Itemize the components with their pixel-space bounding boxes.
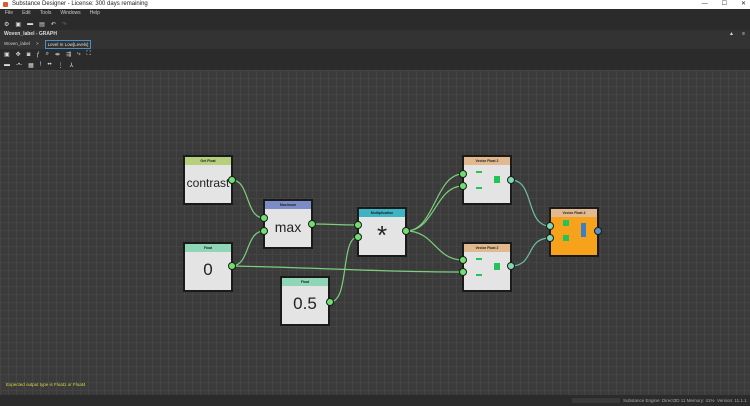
node-header: Vector Float 2 xyxy=(464,157,510,165)
pin-icon[interactable]: ▲ xyxy=(729,31,734,37)
breadcrumb: Woven_label > Level In Low[Levels] xyxy=(0,39,750,49)
status-bar: Substance Engine: Direct3D 11 Memory: 41… xyxy=(0,395,750,406)
menu-file[interactable]: File xyxy=(5,10,14,16)
input-port[interactable] xyxy=(354,221,362,229)
version-label: Version: 11.1.1 xyxy=(717,398,747,403)
new-icon[interactable]: ⚙ xyxy=(4,21,10,28)
input-port[interactable] xyxy=(459,256,467,264)
camera-icon[interactable]: ◙ xyxy=(26,51,31,58)
open-icon[interactable]: ▬ xyxy=(27,21,34,27)
fit-icon[interactable]: ⛶ xyxy=(86,51,91,57)
input-port[interactable] xyxy=(546,234,554,242)
node-maximum[interactable]: Maximum max xyxy=(263,199,313,249)
comment-icon[interactable]: ƒ xyxy=(36,51,40,58)
menu-icon[interactable]: ≡ xyxy=(742,31,745,37)
save-icon[interactable]: ▤ xyxy=(39,21,45,28)
link-icon[interactable]: ⤷ xyxy=(77,51,81,57)
status-message: Expected output type is Float1 or Float4 xyxy=(6,382,86,387)
output-port[interactable] xyxy=(228,176,236,184)
tree-icon[interactable]: ⅄ xyxy=(69,62,74,69)
breadcrumb-root[interactable]: Woven_label xyxy=(4,41,30,46)
align-icon[interactable]: ⇹ xyxy=(55,52,61,58)
input-port[interactable] xyxy=(459,182,467,190)
menu-help[interactable]: Help xyxy=(89,10,100,16)
node-float-0[interactable]: Float 0 xyxy=(183,242,233,292)
node-vector-float-4[interactable]: Vector Float 4 xyxy=(549,207,599,257)
graph-toolbar-2: ▬ -•- ▦! •• ⋮ ⅄ xyxy=(0,60,750,70)
input-icon xyxy=(476,258,482,260)
new-package-icon[interactable]: ▣ xyxy=(15,21,22,28)
input-port[interactable] xyxy=(459,268,467,276)
output-port[interactable] xyxy=(326,298,334,306)
window-title: Substance Designer - License: 300 days r… xyxy=(12,1,148,7)
layout-icon[interactable]: ⇶ xyxy=(66,52,72,58)
node-header: Maximum xyxy=(265,201,311,209)
minimize-button[interactable]: — xyxy=(701,1,708,7)
node-header: Multiplication xyxy=(359,209,405,217)
node-header: Vector Float 2 xyxy=(464,244,510,252)
input-icon xyxy=(563,220,569,226)
node-value: 0 xyxy=(203,260,213,279)
menu-windows[interactable]: Windows xyxy=(60,10,81,16)
input-icon xyxy=(476,171,482,173)
connect-icon[interactable]: -•- xyxy=(16,62,23,68)
progress-bar xyxy=(572,398,620,403)
main-toolbar: ⚙ ▣ ▬ ▤ ↶ ↷ xyxy=(0,18,750,30)
node-vector-float-2-b[interactable]: Vector Float 2 xyxy=(462,242,512,292)
node-header: Float xyxy=(282,278,328,286)
stack-icon[interactable]: ⋮ xyxy=(57,62,64,69)
node-value: 0.5 xyxy=(293,294,317,313)
node-vector-float-2-a[interactable]: Vector Float 2 xyxy=(462,155,512,205)
dots-icon[interactable]: •• xyxy=(47,62,52,68)
input-icon xyxy=(563,235,569,241)
input-port[interactable] xyxy=(260,227,268,235)
menu-bar: File Edit Tools Windows Help xyxy=(0,9,750,18)
vector-icon xyxy=(494,176,500,183)
node-multiplication[interactable]: Multiplication * xyxy=(357,207,407,257)
undo-icon[interactable]: ↶ xyxy=(50,21,56,28)
node-get-float[interactable]: Get Float contrast xyxy=(183,155,233,205)
move-icon[interactable]: ✥ xyxy=(15,52,21,58)
redo-icon[interactable]: ↷ xyxy=(61,21,67,28)
output-port[interactable] xyxy=(594,227,602,235)
output-port[interactable] xyxy=(308,220,316,228)
breadcrumb-sep: > xyxy=(35,41,39,46)
engine-status: Substance Engine: Direct3D 11 Memory: 41… xyxy=(623,398,715,403)
display-icon[interactable]: ▬ xyxy=(4,62,10,68)
app-logo-icon xyxy=(3,2,8,7)
alert-icon[interactable]: ! xyxy=(39,62,42,68)
graph-toolbar-1: ▣ ✥ ◙ ƒ ⌕ ⇹ ⇶ ⤷ ⛶ xyxy=(0,49,750,60)
menu-tools[interactable]: Tools xyxy=(39,10,52,16)
output-port[interactable] xyxy=(507,176,515,184)
node-value: max xyxy=(274,219,302,235)
node-value: contrast xyxy=(186,176,230,190)
search-icon[interactable]: ⌕ xyxy=(45,51,50,57)
node-float-0-5[interactable]: Float 0.5 xyxy=(280,276,330,326)
vector-icon xyxy=(494,263,500,270)
node-value: * xyxy=(376,220,388,250)
grid-icon[interactable]: ▦ xyxy=(28,62,34,69)
output-port[interactable] xyxy=(402,227,410,235)
title-bar: Substance Designer - License: 300 days r… xyxy=(0,0,750,9)
input-port[interactable] xyxy=(546,222,554,230)
output-port[interactable] xyxy=(228,262,236,270)
output-port[interactable] xyxy=(507,262,515,270)
input-icon xyxy=(476,187,482,189)
input-port[interactable] xyxy=(354,233,362,241)
vector-icon xyxy=(581,223,586,237)
input-port[interactable] xyxy=(260,214,268,222)
node-header: Float xyxy=(185,244,231,252)
graph-title-text: Woven_label - GRAPH xyxy=(4,31,57,37)
frame-icon[interactable]: ▣ xyxy=(4,52,10,58)
input-icon xyxy=(476,274,482,276)
close-button[interactable]: ✕ xyxy=(740,1,746,7)
menu-edit[interactable]: Edit xyxy=(22,10,31,16)
node-header: Vector Float 4 xyxy=(551,209,597,217)
input-port[interactable] xyxy=(459,170,467,178)
maximize-button[interactable]: ☐ xyxy=(721,1,727,7)
node-header: Get Float xyxy=(185,157,231,165)
breadcrumb-current[interactable]: Level In Low[Levels] xyxy=(44,40,92,49)
graph-title: Woven_label - GRAPH ▲ ≡ xyxy=(0,30,750,39)
